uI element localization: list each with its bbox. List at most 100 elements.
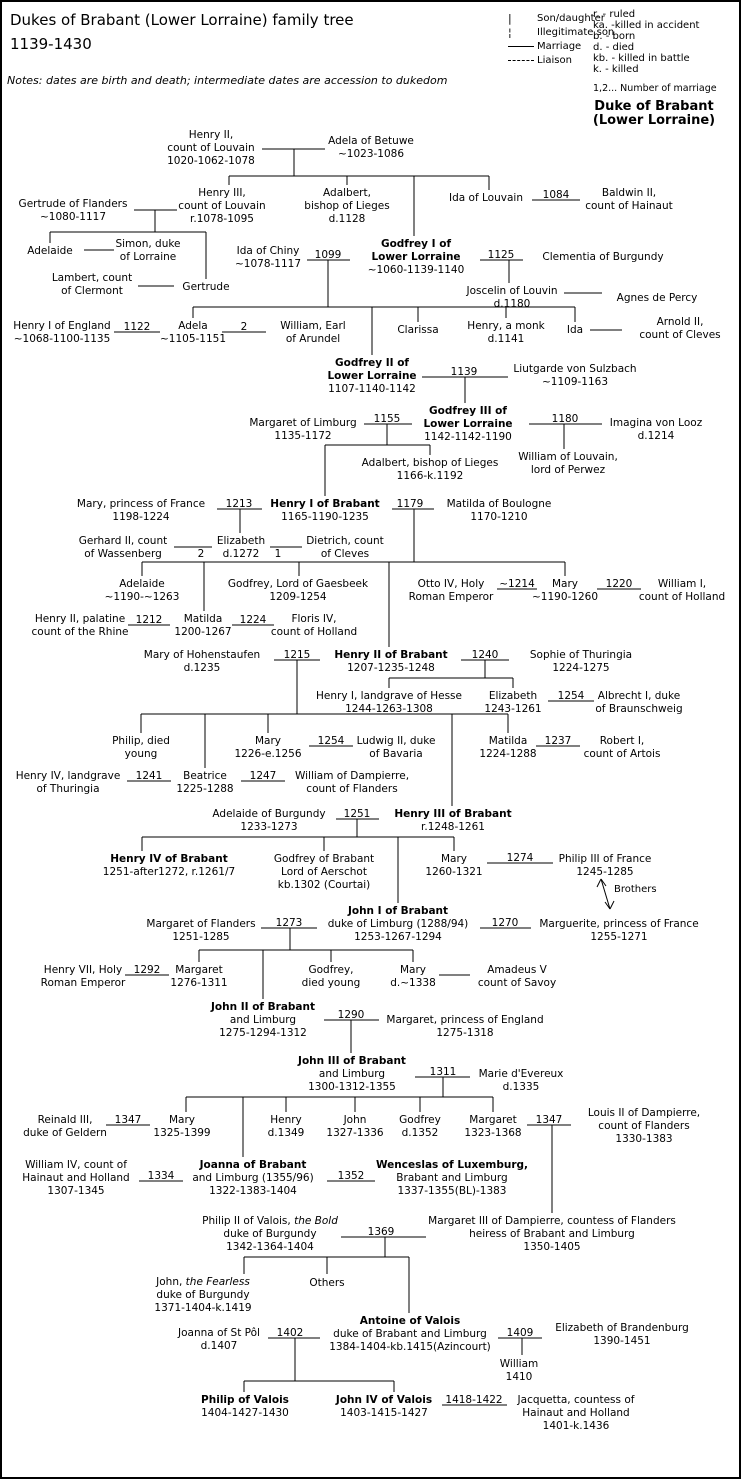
person-text-line: of Arundel [285, 333, 341, 345]
person-text-line: and Limburg (1355/96) [192, 1172, 314, 1184]
marriage-year-label-21: 1241 [135, 770, 163, 782]
person-text-line: 1225-1288 [176, 783, 234, 795]
person-text-line: ~1190-~1263 [104, 591, 180, 603]
person-text-line: Imagina von Looz [609, 417, 703, 429]
person-text-line: Godfrey, Lord of Gaesbeek [227, 578, 369, 590]
marriage-year-label-16: 1215 [283, 649, 311, 661]
person-text-line: Clementia of Burgundy [542, 251, 664, 263]
person-text-line: duke of Geldern [23, 1127, 107, 1139]
marriage-year-label-20: 1237 [544, 735, 572, 747]
person-adelaide-1190: Adelaide~1190-~1263 [105, 578, 180, 604]
illegitimate-broken-bar-icon: ¦ [508, 25, 512, 39]
person-text-line: of Clermont [61, 285, 123, 297]
person-text-line: d.1335 [502, 1081, 540, 1093]
person-text-line: count of Holland [270, 626, 358, 638]
person-ida-of-chiny: Ida of Chiny~1078-1117 [235, 245, 301, 271]
person-text-line: 1207-1235-1248 [347, 662, 435, 674]
person-text-line: John [343, 1114, 367, 1126]
abbreviation-entry: b. - born [593, 31, 636, 42]
person-text-line: r.1078-1095 [190, 213, 254, 225]
marriage-year-label-35: 1402 [276, 1327, 304, 1339]
person-text-line: count of Cleves [639, 329, 721, 341]
person-text-line: Henry I of England [13, 320, 111, 332]
legend-item-liaison: Liaison [507, 53, 614, 67]
person-text-line: Philip, died [112, 735, 170, 747]
abbreviation-entry: k. - killed [593, 64, 639, 75]
person-text-line: Mary, princess of France [76, 498, 206, 510]
person-text-line: 1200-1267 [174, 626, 232, 638]
person-text-line: and Limburg [318, 1068, 386, 1080]
person-text-line: Henry I, landgrave of Hesse [316, 690, 462, 702]
legend-item-label: Son/daughter [537, 12, 605, 24]
person-text-line: 1307-1345 [47, 1185, 105, 1197]
person-text-line: 1020-1062-1078 [167, 155, 255, 167]
person-text-line: of Cleves [320, 548, 370, 560]
person-text-line: William of Dampierre, [294, 770, 410, 782]
person-text-line: ~1105-1151 [159, 333, 227, 345]
person-text-line: bishop of Lieges [304, 200, 390, 212]
person-text-line: Henry II, [188, 129, 234, 141]
marriage-year-label-28: 1290 [337, 1009, 365, 1021]
marriage-year-label-17: 1240 [471, 649, 499, 661]
person-text-line: Jacquetta, countess of [517, 1394, 635, 1406]
person-text-line: Margaret, princess of England [386, 1014, 544, 1026]
person-clementia-of-burgundy: Clementia of Burgundy [542, 251, 663, 264]
person-text-line: Ida of Louvain [449, 192, 523, 204]
person-text-line: William IV, count of [25, 1159, 127, 1171]
legend-item-label: Liaison [537, 54, 572, 66]
notes-text: Notes: dates are birth and death; interm… [7, 74, 448, 87]
person-william-of-louvain-perwez: William of Louvain,lord of Perwez [518, 451, 618, 477]
person-text-line: ~1190-1260 [531, 591, 599, 603]
person-text-line: ~1068-1100-1135 [13, 333, 111, 345]
person-text-line: 1233-1273 [240, 821, 298, 833]
person-text-line: Henry, a monk [467, 320, 545, 332]
person-adela: Adela~1105-1151 [160, 320, 226, 346]
person-text-line: Simon, duke [115, 238, 181, 250]
person-text-line: John IV of Valois [335, 1394, 433, 1406]
brothers-annotation-label: Brothers [614, 884, 657, 895]
person-text-line: Amadeus V [487, 964, 547, 976]
person-text-line: 1327-1336 [326, 1127, 384, 1139]
person-text-line: Hainaut and Holland [22, 1172, 130, 1184]
marriage-number-note: 1,2... Number of marriage [593, 83, 717, 94]
person-text-line: Lambert, count [51, 272, 133, 284]
person-text-line: Reinald III, [37, 1114, 93, 1126]
person-text-line: Mary [399, 964, 427, 976]
person-text-line: count of Flanders [306, 783, 398, 795]
person-text-line: 1350-1405 [523, 1241, 581, 1253]
person-text-line: of Lorraine [119, 251, 177, 263]
marriage-year-label-5: 1139 [450, 366, 478, 378]
person-text-line: count of Savoy [477, 977, 557, 989]
person-adelaide: Adelaide [27, 245, 73, 258]
person-text-line: d.1128 [328, 213, 366, 225]
person-baldwin-ii-hainaut: Baldwin II,count of Hainaut [585, 187, 673, 213]
person-text-line: of Thuringia [36, 783, 100, 795]
marriage-year-label-18: 1254 [557, 690, 585, 702]
person-text-line: Mary [440, 853, 468, 865]
person-text-line: ~1080-1117 [39, 211, 107, 223]
person-text-line: of Braunschweig [595, 703, 683, 715]
duke-note-line2: (Lower Lorraine) [592, 113, 716, 128]
person-text-line: Philip II of Valois, the Bold [202, 1215, 338, 1227]
connector-line [600, 878, 607, 887]
person-text-line: William [499, 1358, 539, 1370]
